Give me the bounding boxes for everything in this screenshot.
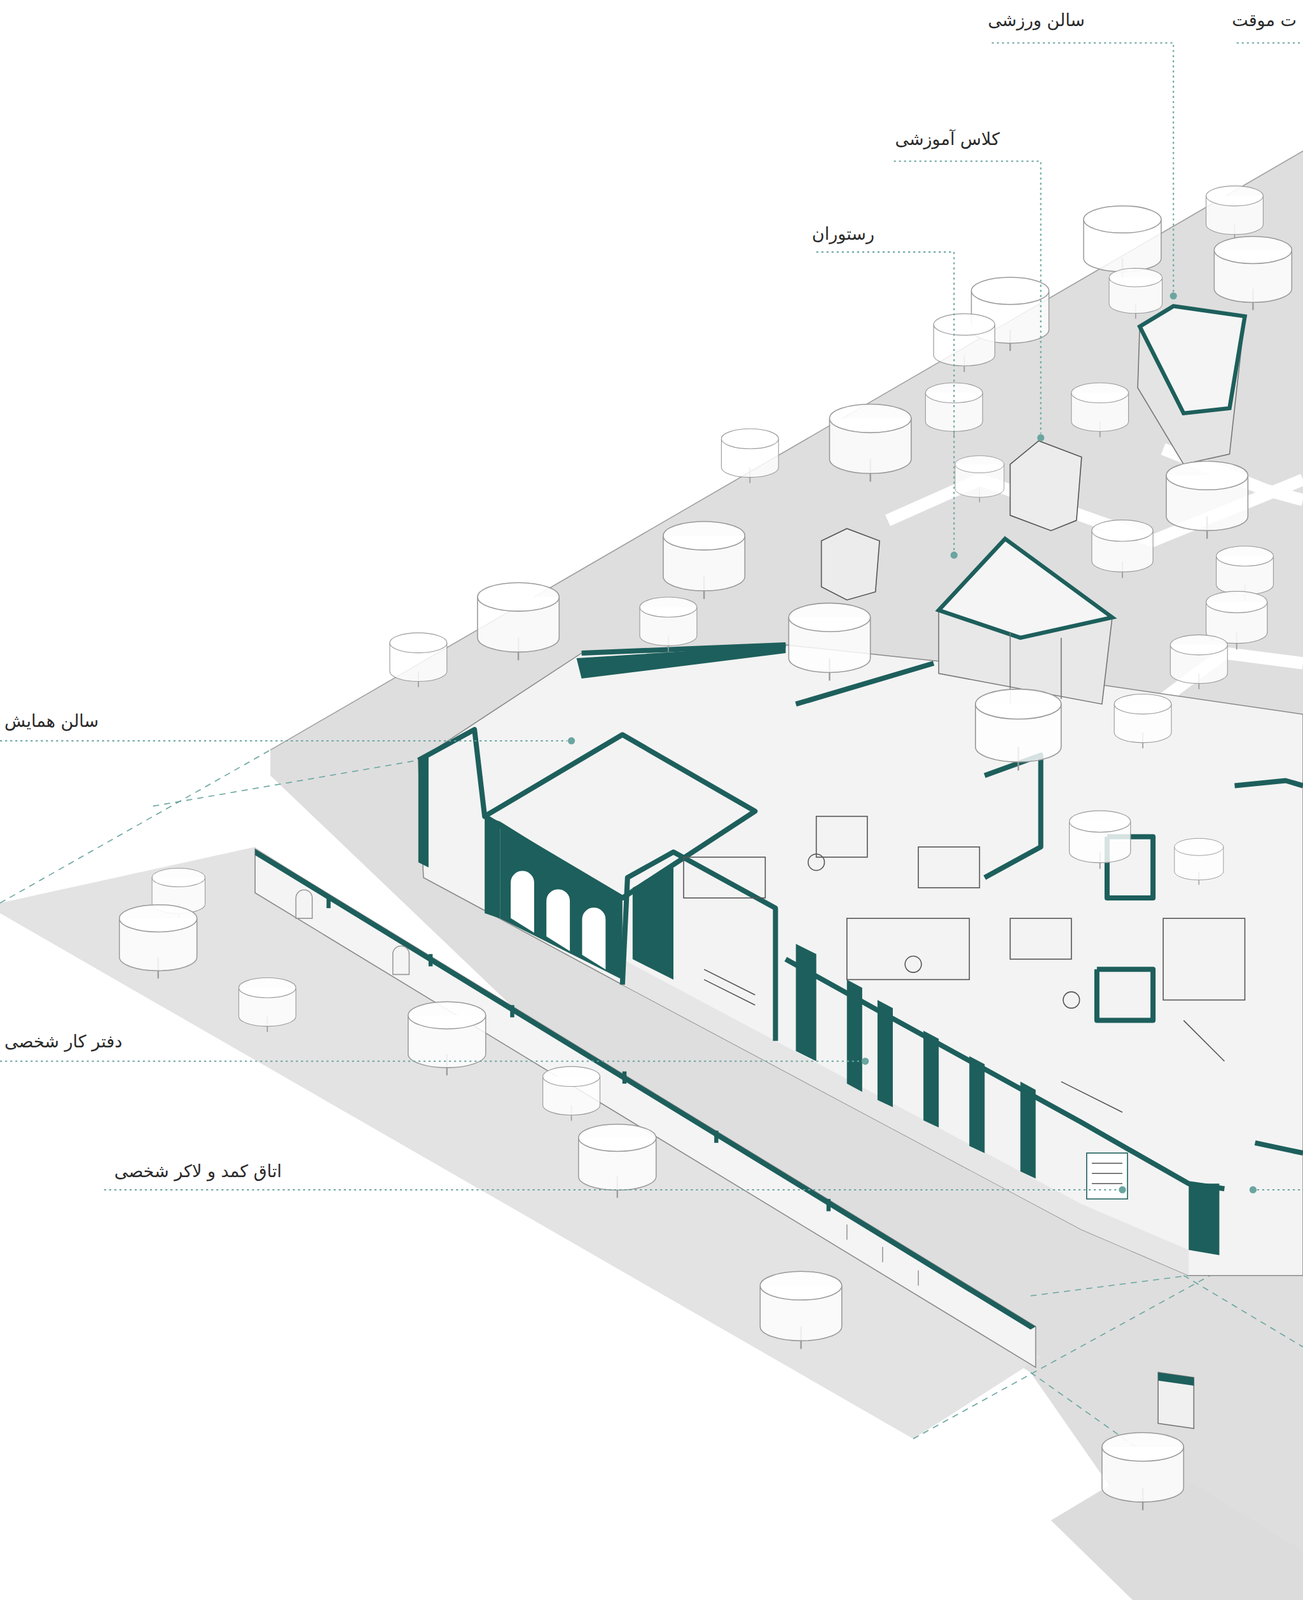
callout-label: اتاق کمد و لاکر شخصی [112, 1161, 284, 1182]
callout-label: رستوران [810, 223, 877, 245]
callout-label: سالن همایش [2, 710, 101, 732]
callout-label: کلاس آموزشی [892, 129, 1002, 150]
callout-label: ت موقت [1229, 10, 1299, 31]
callout-label: سالن ورزشی [986, 10, 1087, 31]
callout-label: دفتر کار شخصی [2, 1031, 125, 1052]
